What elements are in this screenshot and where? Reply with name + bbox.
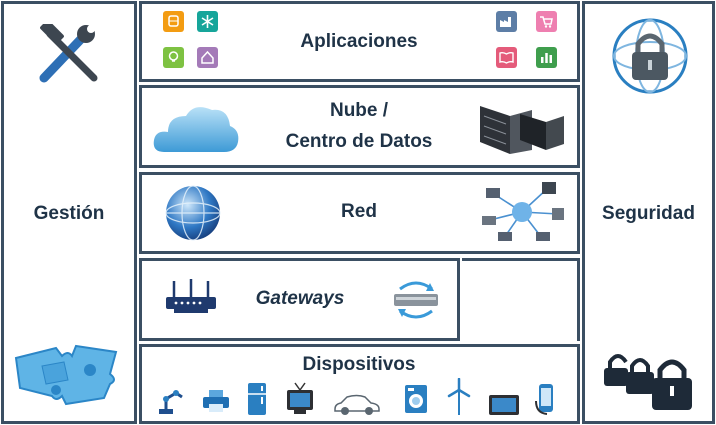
devices-label: Dispositivos [302,354,416,375]
bulb-icon [163,47,184,68]
tv-icon [287,382,313,414]
gateways-right-frame [462,258,580,341]
home-icon [197,47,218,68]
bus-icon [163,11,184,32]
network-hub-icon [482,182,564,241]
tools-icon [39,24,98,83]
cloud-label-line1: Nube / [329,100,389,121]
robot-arm-icon [159,390,183,414]
cart-icon [536,11,557,32]
washer-icon [405,385,427,413]
snowflake-icon [197,11,218,32]
phone-icon [535,384,553,415]
tablet-icon [489,395,519,415]
book-icon [496,47,517,68]
chart-icon [536,47,557,68]
wind-turbine-icon [447,378,471,415]
security-label: Seguridad [602,203,695,224]
applications-label: Aplicaciones [300,31,418,52]
cloud-label-line2: Centro de Datos [285,131,433,152]
globe-icon [165,185,221,241]
router-icon [166,279,216,313]
gateways-label: Gateways [255,288,345,309]
management-label: Gestión [33,203,105,224]
network-label: Red [341,201,377,222]
cloud-icon [153,107,239,152]
padlocks-icon [604,354,692,410]
fridge-icon [248,383,266,415]
factory-icon [496,11,517,32]
gateway-device-icon [394,281,438,319]
globe-lock-icon [612,18,688,94]
datacenter-icon [480,106,564,154]
car-icon [334,394,380,415]
puzzle-icon [14,344,118,406]
printer-icon [203,390,229,412]
